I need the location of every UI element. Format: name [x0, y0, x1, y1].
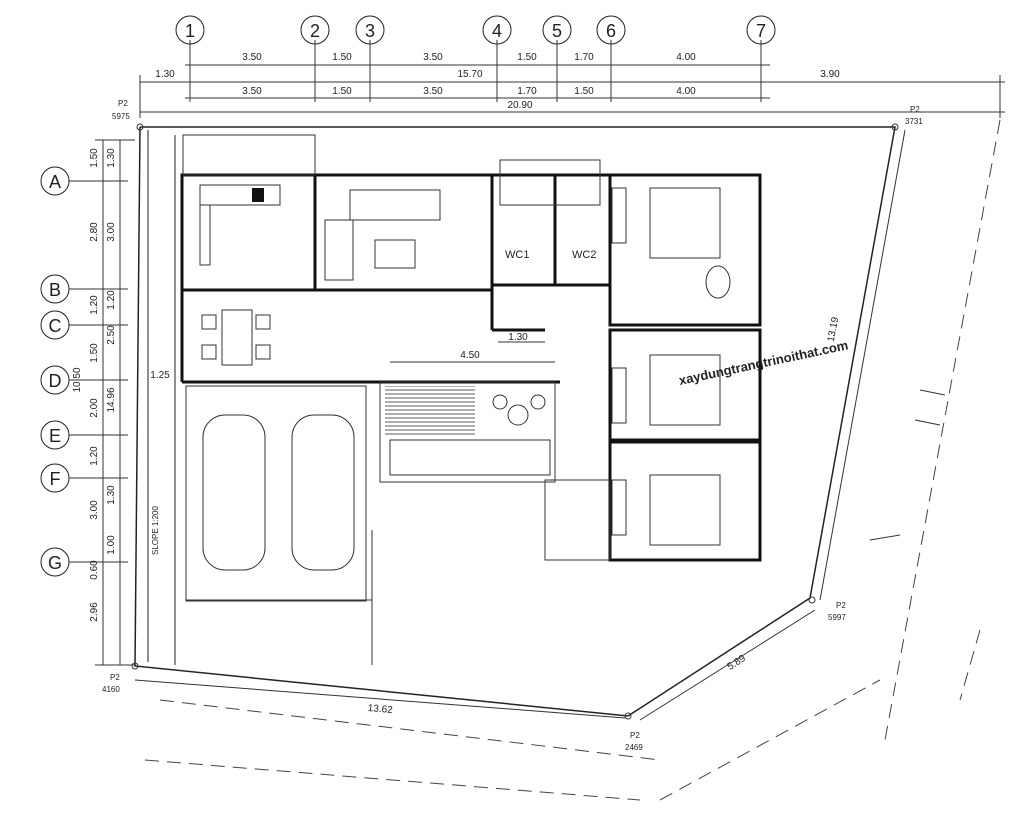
left-inner-2: 3.00	[106, 222, 117, 242]
svg-text:7: 7	[756, 21, 766, 41]
top-dim-margin-left: 1.30	[155, 69, 175, 80]
top-dim-5: 1.70	[574, 52, 594, 63]
top-dim-margin-right: 3.90	[820, 69, 840, 80]
road-dashed-lines	[144, 119, 1001, 801]
svg-text:5997: 5997	[828, 613, 846, 622]
left-dim-3: 1.20	[89, 295, 100, 315]
svg-text:4: 4	[492, 21, 502, 41]
svg-text:G: G	[48, 553, 62, 573]
svg-text:B: B	[49, 280, 61, 300]
left-dim-5: 2.00	[89, 398, 100, 418]
top-dimension-lines	[139, 40, 1005, 118]
terrace-deck	[385, 386, 475, 436]
bath-width-dim: 1.30	[508, 332, 528, 343]
svg-text:A: A	[49, 172, 61, 192]
top-dim-1: 3.50	[242, 52, 262, 63]
left-inner-7: 1.00	[106, 535, 117, 555]
svg-text:P2: P2	[630, 731, 640, 740]
top-dim-r3-2: 1.50	[332, 86, 352, 97]
survey-point-sw: P2 4160	[102, 662, 139, 694]
svg-text:3: 3	[365, 21, 375, 41]
row-grid-bubbles: A BC D E F G	[40, 166, 82, 577]
svg-text:4160: 4160	[102, 685, 120, 694]
svg-text:P2: P2	[118, 99, 128, 108]
grid-bubble-row-B: B	[40, 274, 82, 304]
left-inner-6: 1.30	[106, 485, 117, 505]
left-dim-9: 2.96	[89, 602, 100, 622]
svg-text:D: D	[49, 371, 62, 391]
grid-bubble-col-3: 3	[355, 15, 385, 45]
left-inner-5: 14.96	[106, 387, 117, 412]
svg-text:P2: P2	[110, 673, 120, 682]
svg-text:F: F	[50, 469, 61, 489]
left-inner-4: 2.50	[106, 325, 117, 345]
left-dim-2: 2.80	[89, 222, 100, 242]
column-grid-bubbles: 1 2 3 4 5 6 7	[175, 15, 776, 45]
top-dim-r3-6: 4.00	[676, 86, 696, 97]
top-dim-total: 20.90	[507, 100, 532, 111]
svg-text:3731: 3731	[905, 117, 923, 126]
top-dim-6: 4.00	[676, 52, 696, 63]
grid-bubble-row-F: F	[40, 463, 82, 493]
top-dim-r3-4: 1.70	[517, 86, 537, 97]
furniture	[199, 184, 731, 571]
grid-bubble-col-2: 2	[300, 15, 330, 45]
site-markings	[869, 389, 946, 541]
survey-point-nw: P2 5975	[112, 99, 144, 131]
left-dim-total: 10.50	[72, 367, 83, 392]
grid-bubble-col-1: 1	[175, 15, 205, 45]
corridor-dim: 1.25	[150, 370, 170, 381]
top-dim-r3-1: 3.50	[242, 86, 262, 97]
survey-point-s: P2 2469	[624, 712, 643, 752]
grid-bubble-row-E: E	[40, 420, 82, 450]
survey-point-e: P2 5997	[808, 596, 846, 622]
top-dim-building: 15.70	[457, 69, 482, 80]
svg-text:6: 6	[606, 21, 616, 41]
wc1-label: WC1	[505, 249, 529, 261]
site-boundary	[134, 126, 906, 721]
top-dim-3: 3.50	[423, 52, 443, 63]
grid-bubble-col-5: 5	[542, 15, 572, 45]
svg-text:5975: 5975	[112, 112, 130, 121]
left-inner-3: 1.20	[106, 290, 117, 310]
left-dim-6: 1.20	[89, 446, 100, 466]
svg-text:5: 5	[552, 21, 562, 41]
building-walls	[180, 134, 762, 665]
left-dim-4: 1.50	[89, 343, 100, 363]
grid-bubble-col-7: 7	[746, 15, 776, 45]
grid-bubble-row-C: C	[40, 310, 82, 340]
grid-bubble-row-A: A	[40, 166, 82, 196]
wc2-label: WC2	[572, 249, 596, 261]
slope-label: SLOPE 1:200	[151, 506, 160, 555]
living-width-dim: 4.50	[460, 350, 480, 361]
site-bottom-dim: 13.62	[367, 703, 393, 716]
grid-bubble-row-D: D	[40, 365, 82, 395]
grid-bubble-col-6: 6	[596, 15, 626, 45]
svg-text:E: E	[49, 426, 61, 446]
left-dim-labels: 1.50 2.80 1.20 1.50 2.00 1.20 3.00 0.60 …	[72, 148, 117, 622]
svg-text:1: 1	[185, 21, 195, 41]
top-dim-r3-3: 3.50	[423, 86, 443, 97]
site-br-dim: 5.89	[725, 653, 748, 673]
svg-text:2: 2	[310, 21, 320, 41]
top-dim-4: 1.50	[517, 52, 537, 63]
left-dim-8: 0.60	[89, 560, 100, 580]
top-dim-r3-5: 1.50	[574, 86, 594, 97]
left-dim-7: 3.00	[89, 500, 100, 520]
grid-bubble-row-G: G	[40, 547, 82, 577]
svg-text:P2: P2	[910, 105, 920, 114]
left-dimension-lines	[80, 139, 135, 666]
top-dim-2: 1.50	[332, 52, 352, 63]
grid-bubble-col-4: 4	[482, 15, 512, 45]
survey-point-ne: P2 3731	[891, 105, 923, 131]
svg-text:C: C	[49, 316, 62, 336]
left-inner-1: 1.30	[106, 148, 117, 168]
svg-text:P2: P2	[836, 601, 846, 610]
site-right-dim: 13.19	[826, 316, 842, 343]
svg-text:2469: 2469	[625, 743, 643, 752]
left-dim-1: 1.50	[89, 148, 100, 168]
watermark-text: xaydungtrangtrinoithat.com	[678, 337, 850, 388]
